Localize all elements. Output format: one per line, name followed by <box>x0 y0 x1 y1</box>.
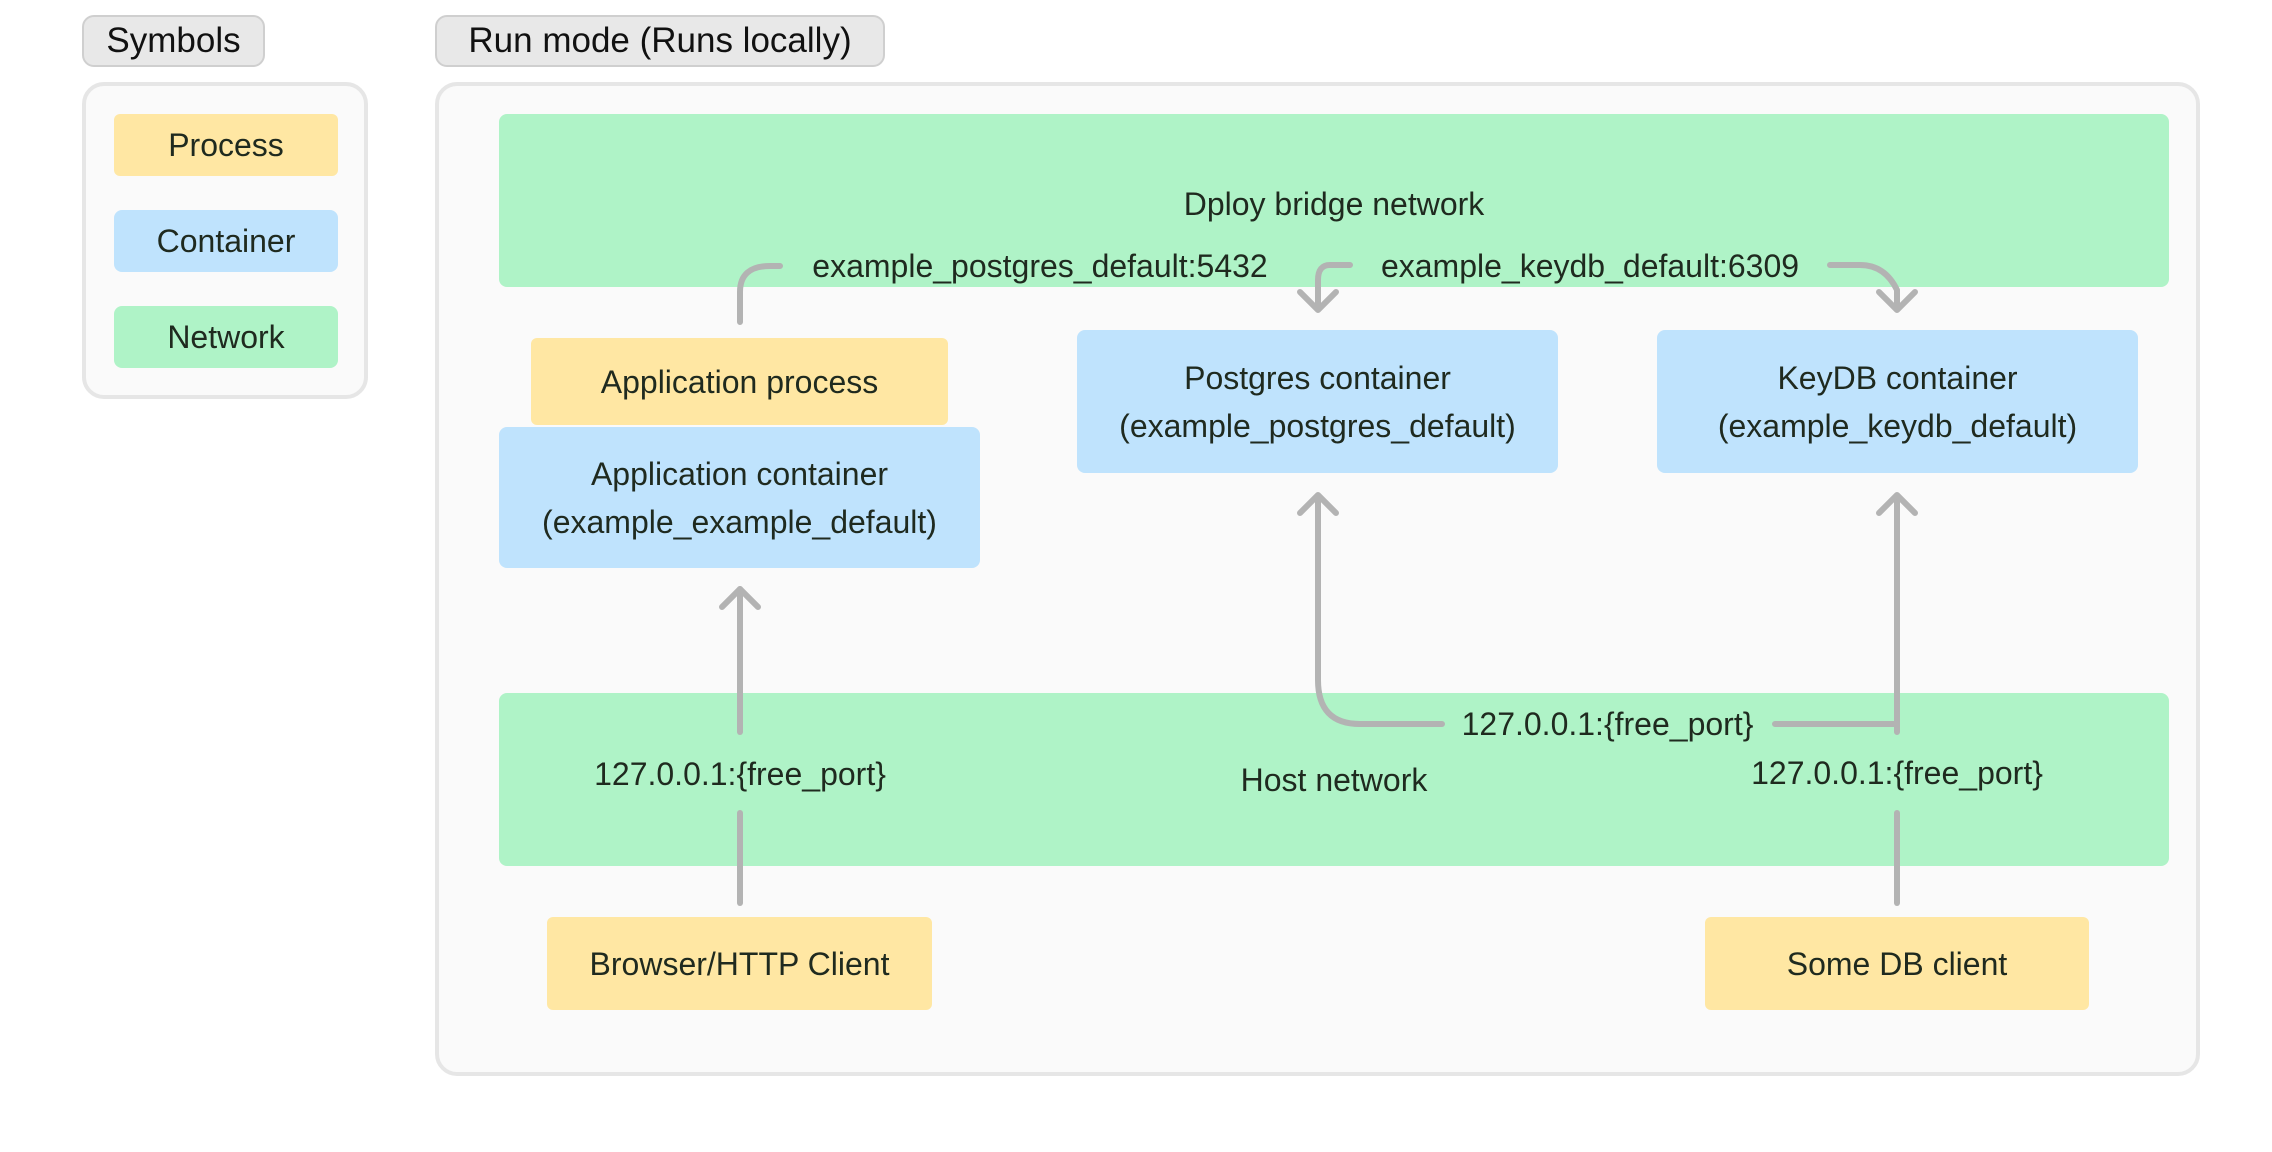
postgres-addr-label: example_postgres_default:5432 <box>812 248 1268 284</box>
legend-title: Symbols <box>82 15 265 67</box>
browser-client: Browser/HTTP Client <box>547 917 932 1010</box>
keydb-host-port-label: 127.0.0.1:{free_port} <box>1751 755 2043 791</box>
postgres-container-id: (example_postgres_default) <box>1119 407 1516 444</box>
bridge-network-label: Dploy bridge network <box>1183 186 1485 222</box>
postgres-addr-edge <box>1315 262 1353 311</box>
keydb-addr-label: example_keydb_default:6309 <box>1380 248 1800 284</box>
application-process: Application process <box>531 338 948 425</box>
bridge-network: Dploy bridge network <box>499 114 2169 287</box>
application-container-id: (example_example_default) <box>542 503 937 540</box>
db-client: Some DB client <box>1705 917 2089 1010</box>
legend-process: Process <box>114 114 338 176</box>
postgres-addr-arrowhead <box>1297 289 1339 313</box>
app-host-port-label: 127.0.0.1:{free_port} <box>594 756 886 792</box>
application-container-name: Application container <box>590 455 889 492</box>
keydb-host-arrowhead <box>1876 492 1918 516</box>
keydb-host-edge <box>1772 494 1900 735</box>
app-to-postgres-edge <box>737 263 783 325</box>
postgres-container-name: Postgres container <box>1184 359 1451 396</box>
app-host-arrowhead <box>719 586 761 610</box>
postgres-host-port-label: 127.0.0.1:{free_port} <box>1461 706 1754 742</box>
keydb-container-id: (example_keydb_default) <box>1717 407 2078 444</box>
host-network-label: Host network <box>1240 761 1428 798</box>
keydb-container-name: KeyDB container <box>1777 359 2018 396</box>
keydb-addr-arrowhead <box>1876 289 1918 313</box>
legend-container: Container <box>114 210 338 272</box>
application-container: Application container (example_example_d… <box>499 427 980 568</box>
postgres-host-edge <box>1315 494 1445 727</box>
diagram-title: Run mode (Runs locally) <box>435 15 885 67</box>
keydb-container: KeyDB container (example_keydb_default) <box>1657 330 2138 473</box>
postgres-container: Postgres container (example_postgres_def… <box>1077 330 1558 473</box>
keydb-addr-edge <box>1827 262 1900 311</box>
postgres-host-arrowhead <box>1297 492 1339 516</box>
legend-network: Network <box>114 306 338 368</box>
